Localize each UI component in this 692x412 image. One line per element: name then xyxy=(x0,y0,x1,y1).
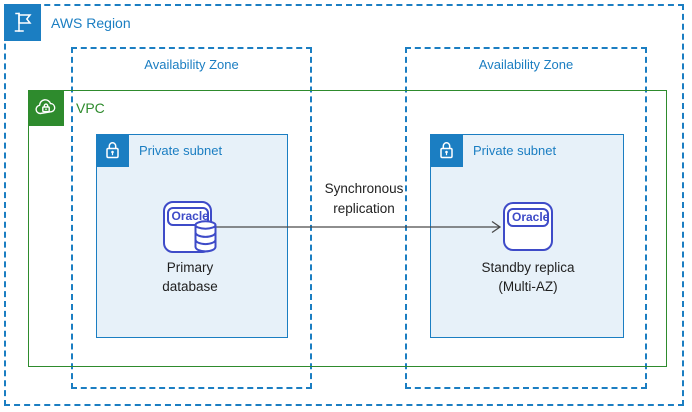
primary-node-label: Primary database xyxy=(110,258,270,296)
flag-icon xyxy=(4,4,41,41)
availability-zone-2: Availability Zone xyxy=(405,47,647,389)
availability-zone-1-label: Availability Zone xyxy=(144,57,239,72)
lock-icon xyxy=(95,133,129,167)
standby-node-label: Standby replica (Multi-AZ) xyxy=(448,258,608,296)
availability-zone-1: Availability Zone xyxy=(71,47,312,389)
replication-label-line1: Synchronous xyxy=(324,181,404,196)
vpc-box xyxy=(28,90,667,367)
standby-label-line2: (Multi-AZ) xyxy=(498,279,558,294)
oracle-logo: Oracle xyxy=(507,208,549,227)
oracle-logo: Oracle xyxy=(166,207,209,226)
database-cylinder-icon xyxy=(194,220,217,253)
primary-label-line2: database xyxy=(162,279,218,294)
oracle-database-icon: Oracle xyxy=(163,201,217,253)
subnet-2-label: Private subnet xyxy=(473,143,557,158)
cloud-lock-icon xyxy=(28,90,64,126)
availability-zone-2-label: Availability Zone xyxy=(478,57,574,72)
subnet-1-label: Private subnet xyxy=(139,143,223,158)
standby-label-line1: Standby replica xyxy=(481,260,575,275)
aws-region-box xyxy=(4,4,684,406)
lock-icon xyxy=(429,133,463,167)
private-subnet-1: Private subnet xyxy=(95,133,288,338)
replication-label-line2: replication xyxy=(333,201,395,216)
oracle-icon: Oracle xyxy=(503,202,553,251)
primary-label-line1: Primary xyxy=(166,260,214,275)
replication-label: Synchronous replication xyxy=(294,179,434,219)
region-label: AWS Region xyxy=(51,15,131,31)
vpc-label: VPC xyxy=(76,100,105,116)
